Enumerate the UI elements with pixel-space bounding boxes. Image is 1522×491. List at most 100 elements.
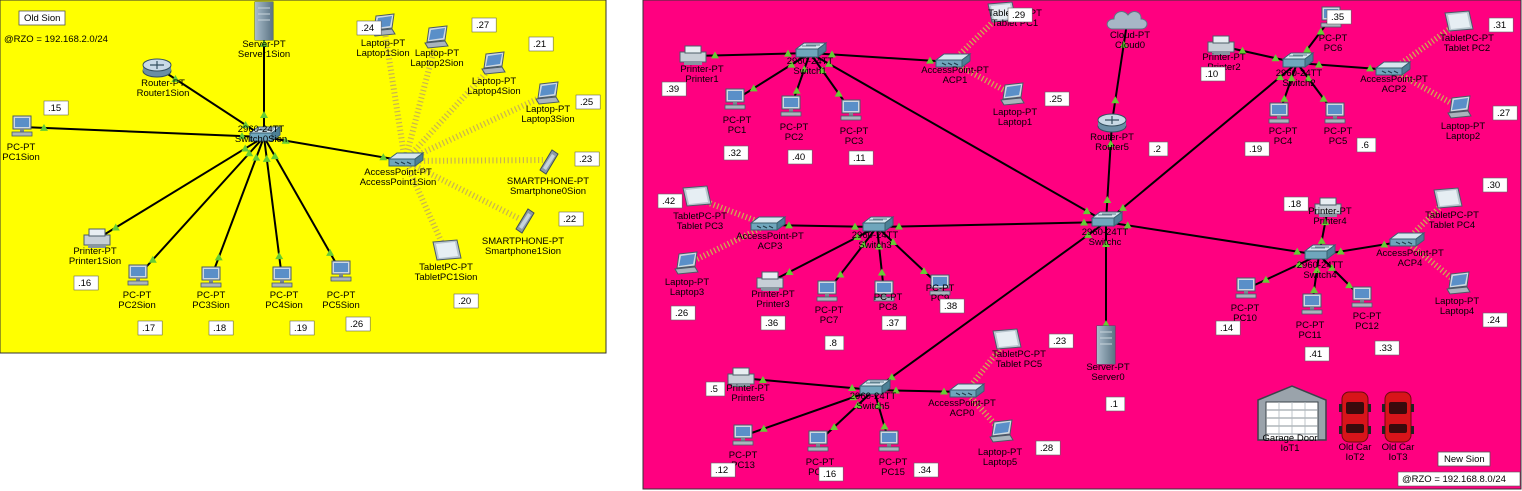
cable-link-sw3-swc[interactable] [876,221,1107,228]
cable-link-pc2s-sw0s[interactable] [137,136,265,277]
pc-icon[interactable] [780,95,802,117]
pc-icon[interactable] [1235,277,1257,299]
wireless-link-acp0-tab5[interactable] [963,339,1009,394]
cable-link-rt5-swc[interactable] [1105,121,1113,223]
ap-icon[interactable] [388,152,424,167]
tablet-icon[interactable] [992,328,1022,350]
cable-link-pr1s-sw0s[interactable] [96,136,265,240]
router-icon[interactable] [142,58,172,78]
pc-icon[interactable] [878,430,900,452]
switch-icon[interactable] [1091,211,1123,227]
cable-link-sw2-swc[interactable] [1105,62,1298,223]
server-icon[interactable] [1096,325,1116,365]
cable-link-pc9-sw3[interactable] [876,226,941,287]
switch-icon[interactable] [1282,52,1314,68]
tablet-icon[interactable] [432,239,462,261]
laptop-icon[interactable] [1000,82,1025,106]
cable-link-sw1-swc[interactable] [809,52,1107,223]
pc-icon[interactable] [127,264,149,286]
laptop-icon[interactable] [481,51,506,75]
cable-link-acp3-sw3[interactable] [766,224,878,228]
laptop-icon[interactable] [424,25,449,49]
laptop-icon[interactable] [1446,271,1471,295]
pc-icon[interactable] [1301,293,1323,315]
car-icon[interactable] [1381,391,1415,443]
router-icon[interactable] [1097,113,1127,133]
server-icon[interactable] [254,1,274,41]
tablet-icon[interactable] [1433,187,1463,209]
tablet-icon[interactable] [682,185,712,207]
laptop-icon[interactable] [989,419,1014,443]
laptop-icon[interactable] [535,81,560,105]
cable-link-pc5s-sw0s[interactable] [263,136,342,273]
cable-link-pr1-sw1[interactable] [692,52,811,57]
switch-icon[interactable] [1304,244,1336,260]
pc-icon[interactable] [200,266,222,288]
wireless-link-ap1s-sp1s[interactable] [403,158,522,222]
pc-icon[interactable] [1324,102,1346,124]
cable-link-pc1s-sw0s[interactable] [21,126,265,138]
wireless-link-acp0-lap5[interactable] [963,389,1005,435]
pc-icon[interactable] [1268,102,1290,124]
ap-icon[interactable] [1389,232,1425,247]
pc-icon[interactable] [816,280,838,302]
tablet-icon[interactable] [1444,10,1474,32]
wireless-link-ap1s-tb1s[interactable] [402,159,449,254]
pc-icon[interactable] [11,115,33,137]
laptop-icon[interactable] [1447,95,1472,119]
laptop-icon[interactable] [674,251,699,275]
wireless-link-acp1-lap1[interactable] [950,59,1015,98]
switch-icon[interactable] [795,42,827,58]
cable-link-cloud-rt5[interactable] [1111,22,1128,123]
cable-link-pc10-sw4[interactable] [1245,254,1320,290]
pc-icon[interactable] [840,99,862,121]
switch-icon[interactable] [862,216,894,232]
cable-link-sw4-swc[interactable] [1105,221,1320,256]
device-pc14[interactable]: PC-PTPC14.16 [806,430,844,482]
